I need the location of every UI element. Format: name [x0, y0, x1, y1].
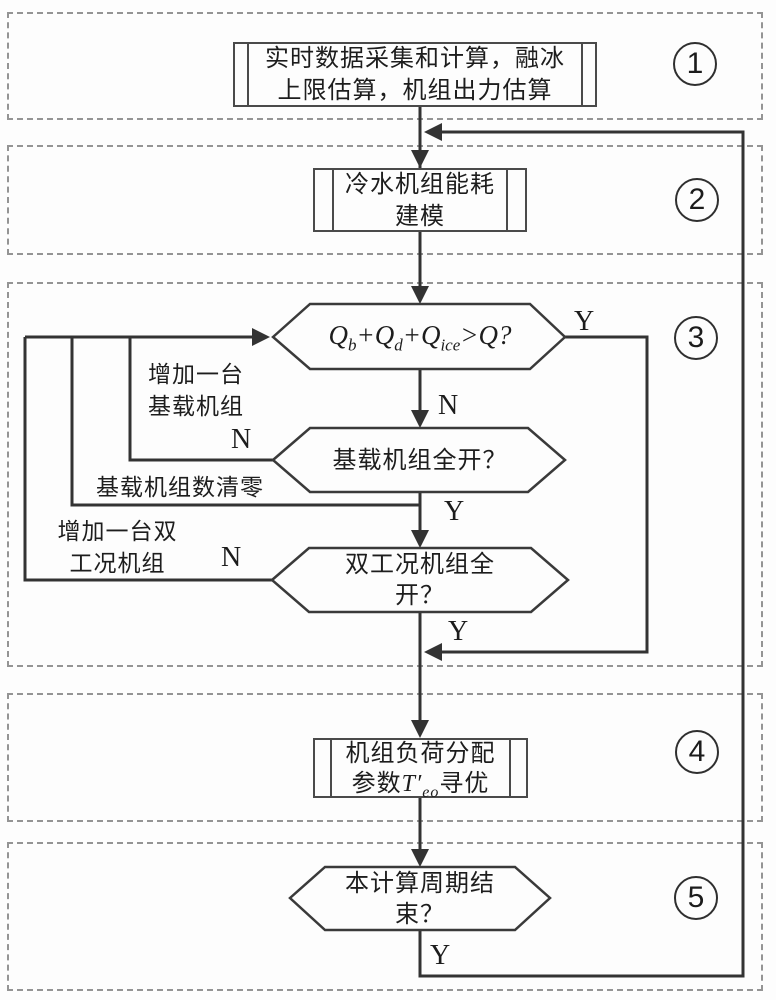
- arrow-into-d1: [411, 286, 429, 304]
- branch-label-d5-yes: Y: [430, 940, 451, 971]
- predefined-process-bar: [581, 44, 583, 105]
- branch-label-d2-yes: Y: [444, 496, 465, 527]
- step-circle-2: 2: [675, 178, 719, 222]
- process-box-load-optimization-text: 机组负荷分配 参数T′eo寻优: [313, 739, 528, 808]
- process-box-energy-model-text: 冷水机组能耗 建模: [313, 169, 527, 233]
- box4-variable-T: T′: [401, 771, 423, 797]
- step-number-3: 3: [687, 321, 705, 354]
- edge-d2-no: [128, 337, 273, 462]
- step-circle-3: 3: [674, 316, 718, 360]
- formula-question: ?: [498, 320, 512, 350]
- arrow-left-into-d1: [252, 328, 270, 346]
- step-number-2: 2: [688, 183, 706, 216]
- box4-post: 寻优: [439, 771, 490, 797]
- formula-plus: +: [402, 320, 421, 350]
- formula-sub-d: d: [394, 335, 403, 355]
- formula-gt: >: [460, 320, 479, 350]
- step-circle-1: 1: [673, 42, 717, 86]
- add-base-line1: 增加一台: [148, 362, 244, 387]
- branch-label-d1-yes: Y: [574, 306, 595, 337]
- box4-sub-eo: eo: [422, 783, 440, 801]
- stage-band-4: [7, 693, 763, 822]
- branch-label-d2-no: N: [231, 424, 252, 455]
- step-circle-5: 5: [674, 876, 718, 920]
- stage-band-5: [7, 842, 763, 991]
- add-base-line2: 基载机组: [148, 394, 244, 419]
- decision-d5-text: 本计算周期结 束？: [300, 869, 540, 931]
- edge-label-add-dual-unit: 增加一台双 工况机组: [45, 516, 190, 580]
- decision-d2-text: 基载机组全开？: [283, 446, 557, 477]
- add-dual-line2: 工况机组: [69, 551, 166, 576]
- edge-reset-base: [70, 337, 420, 507]
- process-box-data-acquisition-text: 实时数据采集和计算，融冰 上限估算，机组出力估算: [243, 43, 587, 107]
- process-box-data-acquisition: [233, 42, 597, 107]
- predefined-process-bar: [330, 740, 332, 796]
- predefined-process-bar: [332, 170, 334, 230]
- decision-d3-shape: [270, 546, 570, 614]
- step-number-4: 4: [688, 735, 706, 768]
- branch-label-d3-yes: Y: [448, 616, 469, 647]
- edge-d1-yes: [430, 335, 649, 654]
- predefined-process-bar: [247, 44, 249, 105]
- arrow-into-d5: [411, 849, 429, 867]
- formula-plus: +: [356, 320, 375, 350]
- decision-d3-text: 双工况机组全 开？: [283, 550, 557, 612]
- branch-label-d3-no: N: [221, 542, 242, 573]
- edge-label-reset-base-count: 基载机组数清零: [82, 472, 278, 504]
- formula-sub-ice: ice: [440, 335, 461, 355]
- formula-Q: Q: [374, 320, 395, 350]
- formula-sub-b: b: [347, 335, 357, 355]
- box1-line1: 实时数据采集和计算，融冰: [265, 46, 565, 72]
- reset-base-text: 基载机组数清零: [96, 475, 264, 500]
- predefined-process-bar: [506, 170, 508, 230]
- formula-Q: Q: [420, 320, 441, 350]
- formula-Q: Q: [328, 320, 348, 350]
- formula-Q: Q: [478, 320, 499, 350]
- box1-line2: 上限估算，机组出力估算: [277, 78, 553, 104]
- process-box-energy-model: [313, 168, 527, 232]
- arrow-into-box2: [411, 150, 429, 168]
- step-number-1: 1: [686, 47, 704, 80]
- box4-pre: 参数: [351, 771, 402, 797]
- edge-d5-feedback-loop: [418, 130, 745, 978]
- d3-line1: 双工况机组全: [345, 552, 495, 578]
- branch-label-d1-no: N: [438, 390, 459, 421]
- edge-label-add-base-unit: 增加一台 基载机组: [136, 359, 256, 423]
- step-number-5: 5: [687, 881, 705, 914]
- box4-line2: 参数T′eo寻优: [313, 769, 528, 808]
- decision-d2-shape: [271, 426, 567, 494]
- arrow-into-box4: [411, 720, 429, 738]
- edge-d3-no: [23, 337, 272, 582]
- step-circle-4: 4: [675, 730, 719, 774]
- add-dual-line1: 增加一台双: [57, 519, 178, 544]
- process-box-load-optimization: [313, 738, 528, 798]
- box4-line1: 机组负荷分配: [345, 741, 496, 767]
- arrow-into-d2: [411, 410, 429, 428]
- arrow-feedback-join: [424, 123, 442, 141]
- d2-label: 基载机组全开？: [332, 448, 508, 474]
- stage-band-1: [7, 12, 763, 120]
- stage-band-3: [7, 282, 763, 667]
- d5-line2: 束？: [395, 902, 445, 928]
- d5-line1: 本计算周期结: [345, 871, 495, 897]
- box2-line2: 建模: [395, 204, 445, 230]
- box2-line1: 冷水机组能耗: [345, 172, 495, 198]
- stage-band-2: [7, 145, 763, 255]
- decision-d1-text: Qb+Qd+Qice>Q?: [283, 320, 557, 360]
- decision-d1-shape: [271, 302, 567, 371]
- d3-line2: 开？: [395, 583, 445, 609]
- arrow-into-d3: [411, 530, 429, 548]
- arrow-merge-d1yes: [424, 643, 442, 661]
- predefined-process-bar: [509, 740, 511, 796]
- decision-d5-shape: [288, 865, 552, 932]
